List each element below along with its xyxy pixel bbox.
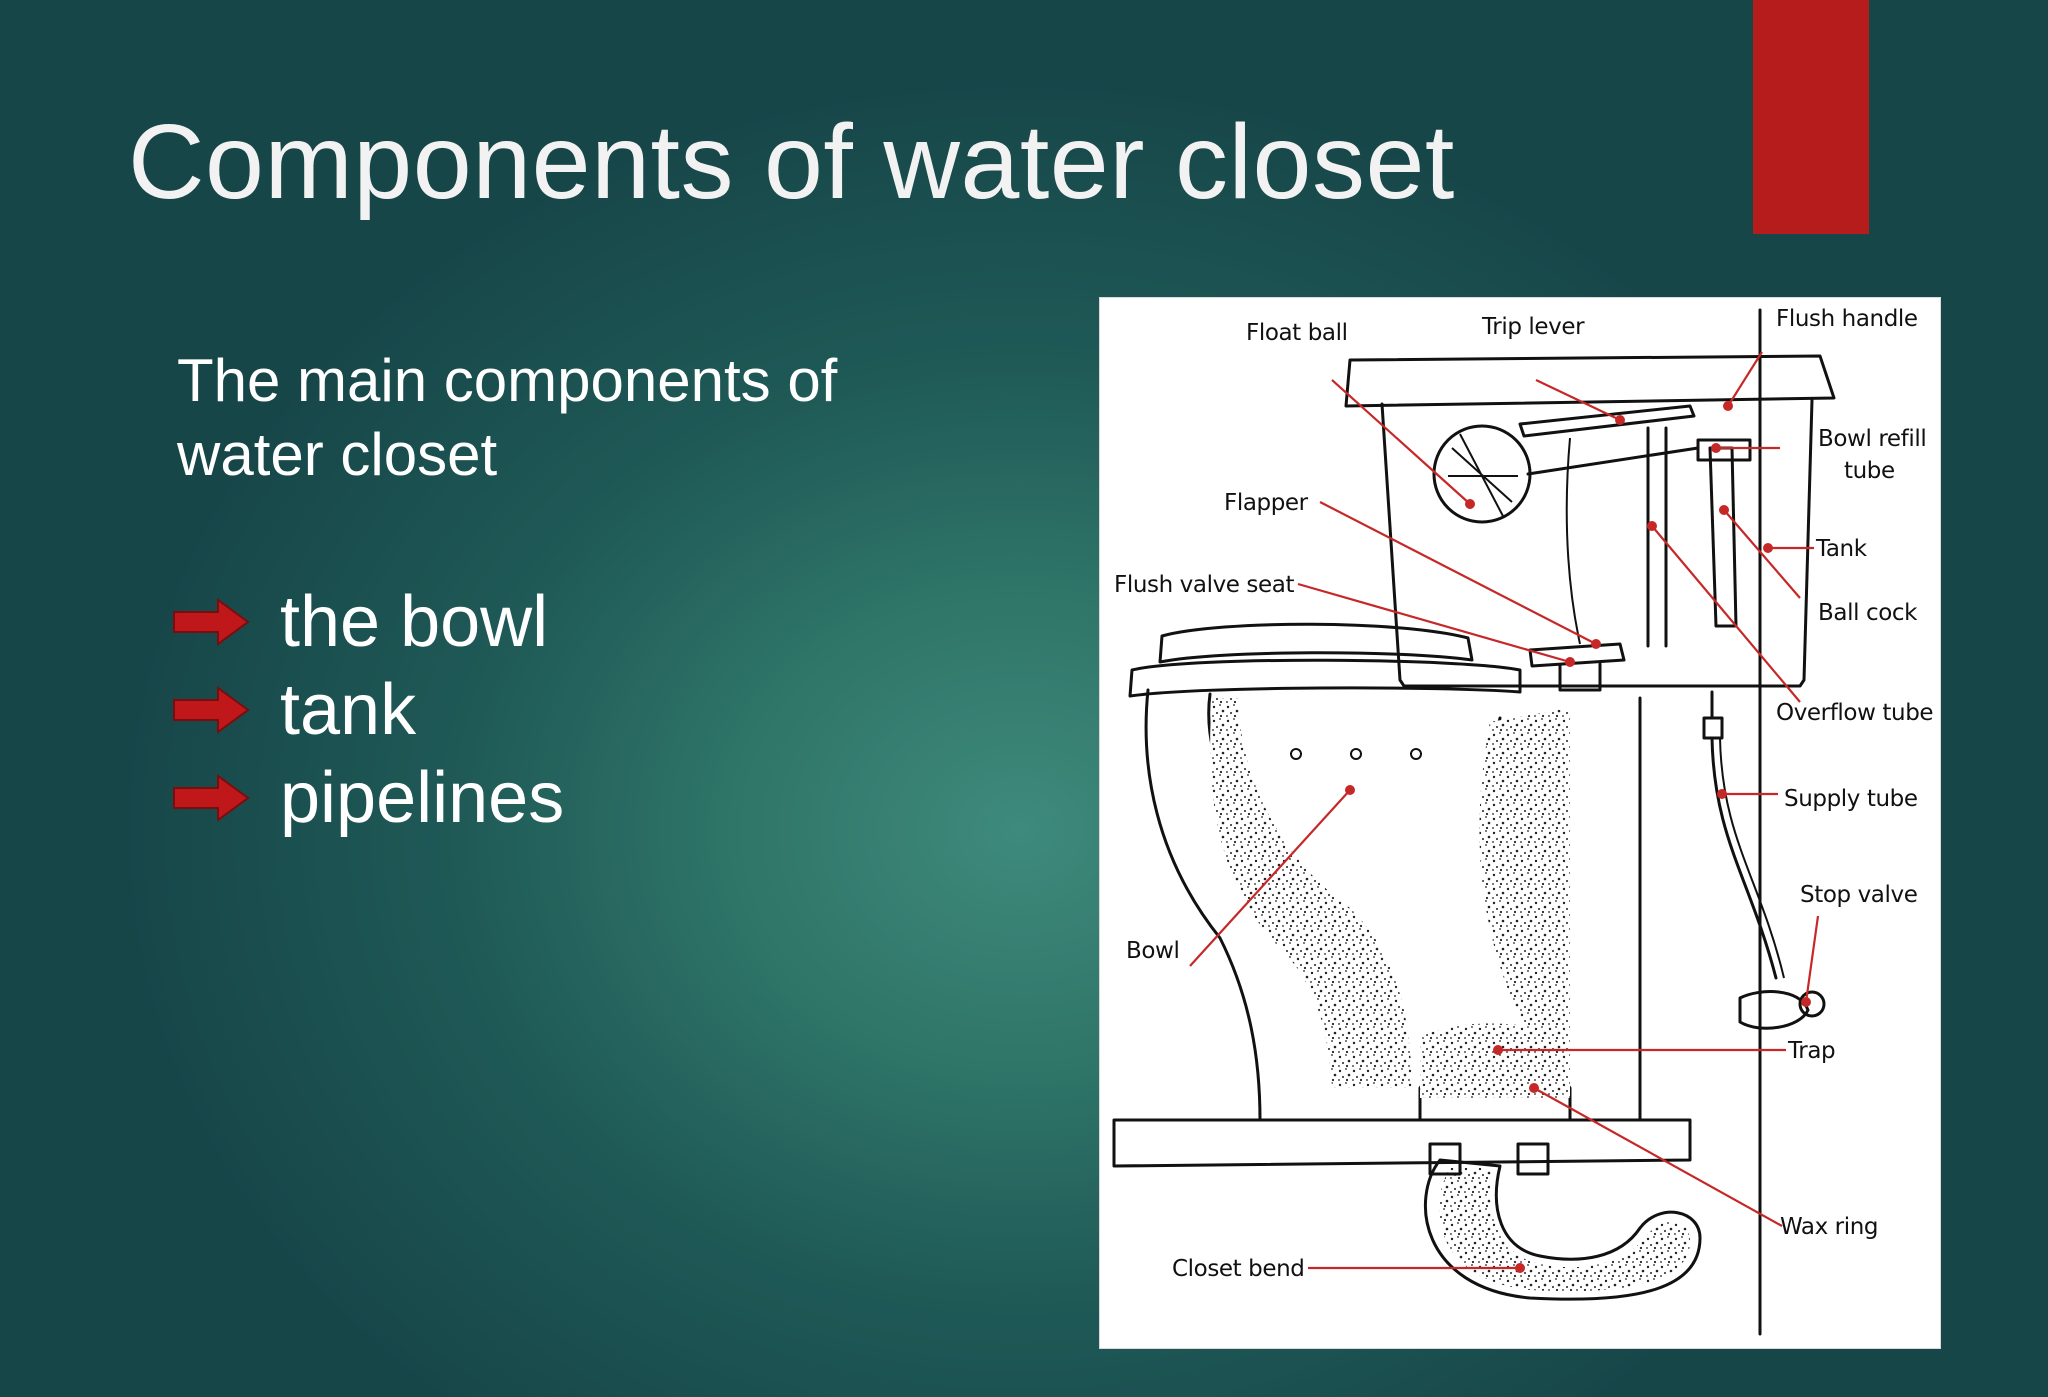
toilet-diagram: Float ball Trip lever Flush handle Bowl … bbox=[1100, 298, 1940, 1348]
label-stop-valve: Stop valve bbox=[1800, 882, 1917, 908]
accent-bar bbox=[1753, 0, 1869, 234]
flush-valve bbox=[1528, 642, 1626, 668]
floor-slab bbox=[1112, 1118, 1692, 1168]
label-overflow-tube: Overflow tube bbox=[1776, 700, 1933, 726]
bullet-list: the bowl tank pipelines bbox=[170, 578, 564, 842]
closet-bend-drawing bbox=[1423, 1158, 1702, 1301]
right-arrow-icon bbox=[173, 598, 250, 646]
label-ball-cock: Ball cock bbox=[1818, 600, 1918, 626]
slide-title: Components of water closet bbox=[128, 103, 1455, 221]
bullet-label: tank bbox=[280, 670, 417, 750]
tank-body bbox=[1380, 398, 1814, 688]
tank-lid bbox=[1344, 354, 1836, 408]
label-flush-handle: Flush handle bbox=[1776, 306, 1918, 332]
label-trip-lever: Trip lever bbox=[1481, 314, 1585, 340]
right-arrow-icon bbox=[173, 774, 250, 822]
label-float-ball: Float ball bbox=[1246, 320, 1348, 346]
label-trap: Trap bbox=[1787, 1038, 1835, 1064]
label-bowl: Bowl bbox=[1126, 938, 1179, 964]
label-tank: Tank bbox=[1815, 536, 1868, 562]
label-bowl-refill-tube-line2: tube bbox=[1844, 458, 1895, 484]
seat bbox=[1158, 622, 1474, 664]
label-wax-ring: Wax ring bbox=[1780, 1214, 1878, 1240]
label-flapper: Flapper bbox=[1224, 490, 1309, 516]
bullet-label: the bowl bbox=[280, 582, 549, 662]
label-supply-tube: Supply tube bbox=[1784, 786, 1918, 812]
toilet-diagram-drawing: Float ball Trip lever Flush handle Bowl … bbox=[1112, 306, 1934, 1336]
bullet-label: pipelines bbox=[280, 758, 565, 838]
intro-text: The main components of water closet bbox=[177, 347, 838, 489]
label-closet-bend: Closet bend bbox=[1172, 1256, 1305, 1282]
right-arrow-icon bbox=[173, 686, 250, 734]
bullet-item: tank bbox=[170, 666, 564, 754]
label-bowl-refill-tube: Bowl refill bbox=[1818, 426, 1926, 452]
bullet-item: pipelines bbox=[170, 754, 564, 842]
stop-valve-drawing bbox=[1738, 990, 1810, 1030]
bullet-item: the bowl bbox=[170, 578, 564, 666]
label-flush-valve-seat: Flush valve seat bbox=[1114, 572, 1294, 598]
